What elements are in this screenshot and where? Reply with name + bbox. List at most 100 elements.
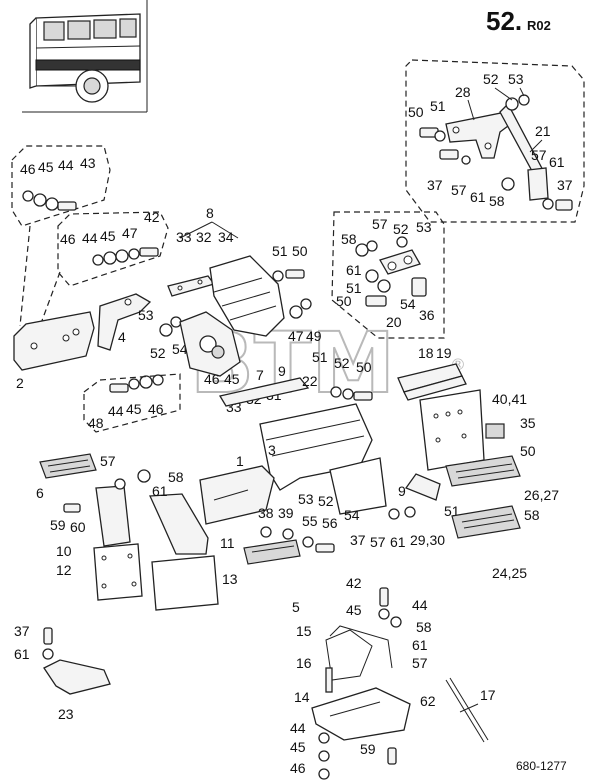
svg-text:61: 61 bbox=[390, 534, 406, 550]
svg-text:33: 33 bbox=[176, 229, 192, 245]
svg-text:45: 45 bbox=[224, 371, 240, 387]
svg-text:61: 61 bbox=[14, 646, 30, 662]
svg-text:37: 37 bbox=[557, 177, 573, 193]
part-1: 1 bbox=[199, 453, 275, 525]
svg-text:57: 57 bbox=[412, 655, 428, 671]
svg-text:57: 57 bbox=[370, 534, 386, 550]
svg-text:39: 39 bbox=[278, 505, 294, 521]
part-4: 4 53 52 54 bbox=[97, 293, 188, 361]
svg-text:53: 53 bbox=[298, 491, 314, 507]
svg-text:45: 45 bbox=[38, 159, 54, 175]
svg-text:23: 23 bbox=[58, 706, 74, 722]
detail-group-left-mid: 46 44 45 47 42 bbox=[19, 209, 169, 327]
svg-text:35: 35 bbox=[520, 415, 536, 431]
svg-text:44: 44 bbox=[412, 597, 428, 613]
svg-text:54: 54 bbox=[344, 507, 360, 523]
svg-text:24,25: 24,25 bbox=[492, 565, 527, 581]
svg-text:62: 62 bbox=[420, 693, 436, 709]
svg-text:53: 53 bbox=[138, 307, 154, 323]
svg-text:47: 47 bbox=[122, 225, 138, 241]
svg-text:52: 52 bbox=[318, 493, 334, 509]
svg-text:58: 58 bbox=[524, 507, 540, 523]
svg-text:61: 61 bbox=[470, 189, 486, 205]
svg-text:61: 61 bbox=[412, 637, 428, 653]
svg-text:50: 50 bbox=[408, 104, 424, 120]
svg-text:2: 2 bbox=[16, 375, 24, 391]
left-fasteners: 48 44 45 46 bbox=[83, 373, 181, 433]
svg-text:38: 38 bbox=[258, 505, 274, 521]
svg-text:16: 16 bbox=[296, 655, 312, 671]
svg-text:60: 60 bbox=[70, 519, 86, 535]
svg-text:1: 1 bbox=[236, 453, 244, 469]
svg-text:59: 59 bbox=[360, 741, 376, 757]
svg-text:14: 14 bbox=[294, 689, 310, 705]
svg-text:47: 47 bbox=[288, 328, 304, 344]
svg-text:45: 45 bbox=[346, 602, 362, 618]
svg-text:34: 34 bbox=[218, 229, 234, 245]
svg-text:9: 9 bbox=[278, 363, 286, 379]
drawing-code: 680-1277 bbox=[516, 759, 567, 773]
svg-text:40,41: 40,41 bbox=[492, 391, 527, 407]
svg-text:44: 44 bbox=[58, 157, 74, 173]
svg-text:6: 6 bbox=[36, 485, 44, 501]
svg-text:11: 11 bbox=[220, 535, 235, 551]
svg-text:17: 17 bbox=[480, 687, 496, 703]
steps-right: 26,27 58 24,25 bbox=[445, 455, 559, 581]
revision-code: R02 bbox=[527, 18, 551, 33]
svg-text:15: 15 bbox=[296, 623, 312, 639]
svg-text:49: 49 bbox=[306, 328, 322, 344]
svg-text:51: 51 bbox=[272, 243, 288, 259]
part-17-rod: 17 bbox=[445, 677, 496, 743]
detail-group-mid-right: 57 52 53 58 61 51 50 54 36 20 bbox=[331, 211, 445, 339]
svg-text:50: 50 bbox=[520, 443, 536, 459]
svg-text:43: 43 bbox=[80, 155, 96, 171]
svg-text:44: 44 bbox=[290, 720, 306, 736]
svg-text:58: 58 bbox=[168, 469, 184, 485]
svg-text:57: 57 bbox=[100, 453, 116, 469]
svg-text:50: 50 bbox=[336, 293, 352, 309]
part-8-assembly: 8 33 32 34 51 50 47 49 bbox=[167, 205, 322, 344]
svg-text:54: 54 bbox=[400, 296, 416, 312]
svg-text:46: 46 bbox=[20, 161, 36, 177]
svg-text:4: 4 bbox=[118, 329, 126, 345]
svg-text:3: 3 bbox=[268, 442, 276, 458]
svg-text:46: 46 bbox=[60, 231, 76, 247]
svg-text:44: 44 bbox=[82, 230, 98, 246]
svg-text:57: 57 bbox=[372, 216, 388, 232]
svg-text:51: 51 bbox=[430, 98, 446, 114]
part-7-9: 46 45 7 9 bbox=[179, 311, 286, 387]
svg-text:12: 12 bbox=[56, 562, 72, 578]
svg-text:52: 52 bbox=[483, 71, 499, 87]
svg-text:10: 10 bbox=[56, 543, 72, 559]
part-23-handle: 37 61 23 bbox=[14, 623, 111, 722]
svg-text:50: 50 bbox=[356, 359, 372, 375]
svg-text:58: 58 bbox=[489, 193, 505, 209]
svg-text:61: 61 bbox=[152, 483, 168, 499]
center-lower: 53 52 54 9 37 57 61 29,30 51 bbox=[298, 457, 460, 550]
bottom-step-assembly: 42 44 45 58 61 57 15 16 14 62 44 45 46 5… bbox=[290, 575, 436, 780]
svg-text:53: 53 bbox=[508, 71, 524, 87]
part-6-step: 6 bbox=[36, 453, 97, 501]
part-2: 2 bbox=[13, 311, 95, 391]
svg-text:57: 57 bbox=[531, 147, 547, 163]
svg-text:18: 18 bbox=[418, 345, 434, 361]
svg-text:56: 56 bbox=[322, 515, 338, 531]
svg-text:8: 8 bbox=[206, 205, 214, 221]
svg-text:46: 46 bbox=[290, 760, 306, 776]
svg-text:37: 37 bbox=[350, 532, 366, 548]
svg-text:48: 48 bbox=[88, 415, 104, 431]
svg-text:45: 45 bbox=[100, 228, 116, 244]
svg-text:46: 46 bbox=[148, 401, 164, 417]
svg-text:53: 53 bbox=[416, 219, 432, 235]
svg-text:52: 52 bbox=[150, 345, 166, 361]
svg-text:9: 9 bbox=[398, 483, 406, 499]
svg-text:7: 7 bbox=[256, 367, 264, 383]
page-header: 52. R02 bbox=[486, 6, 551, 36]
part-5-step: 5 38 39 55 56 bbox=[243, 505, 338, 615]
panel-40-41: 40,41 35 50 bbox=[419, 389, 536, 471]
svg-text:54: 54 bbox=[172, 341, 188, 357]
svg-text:52: 52 bbox=[334, 355, 350, 371]
part-18-19-22: 51 52 50 22 18 19 bbox=[302, 345, 467, 401]
svg-text:59: 59 bbox=[50, 517, 66, 533]
